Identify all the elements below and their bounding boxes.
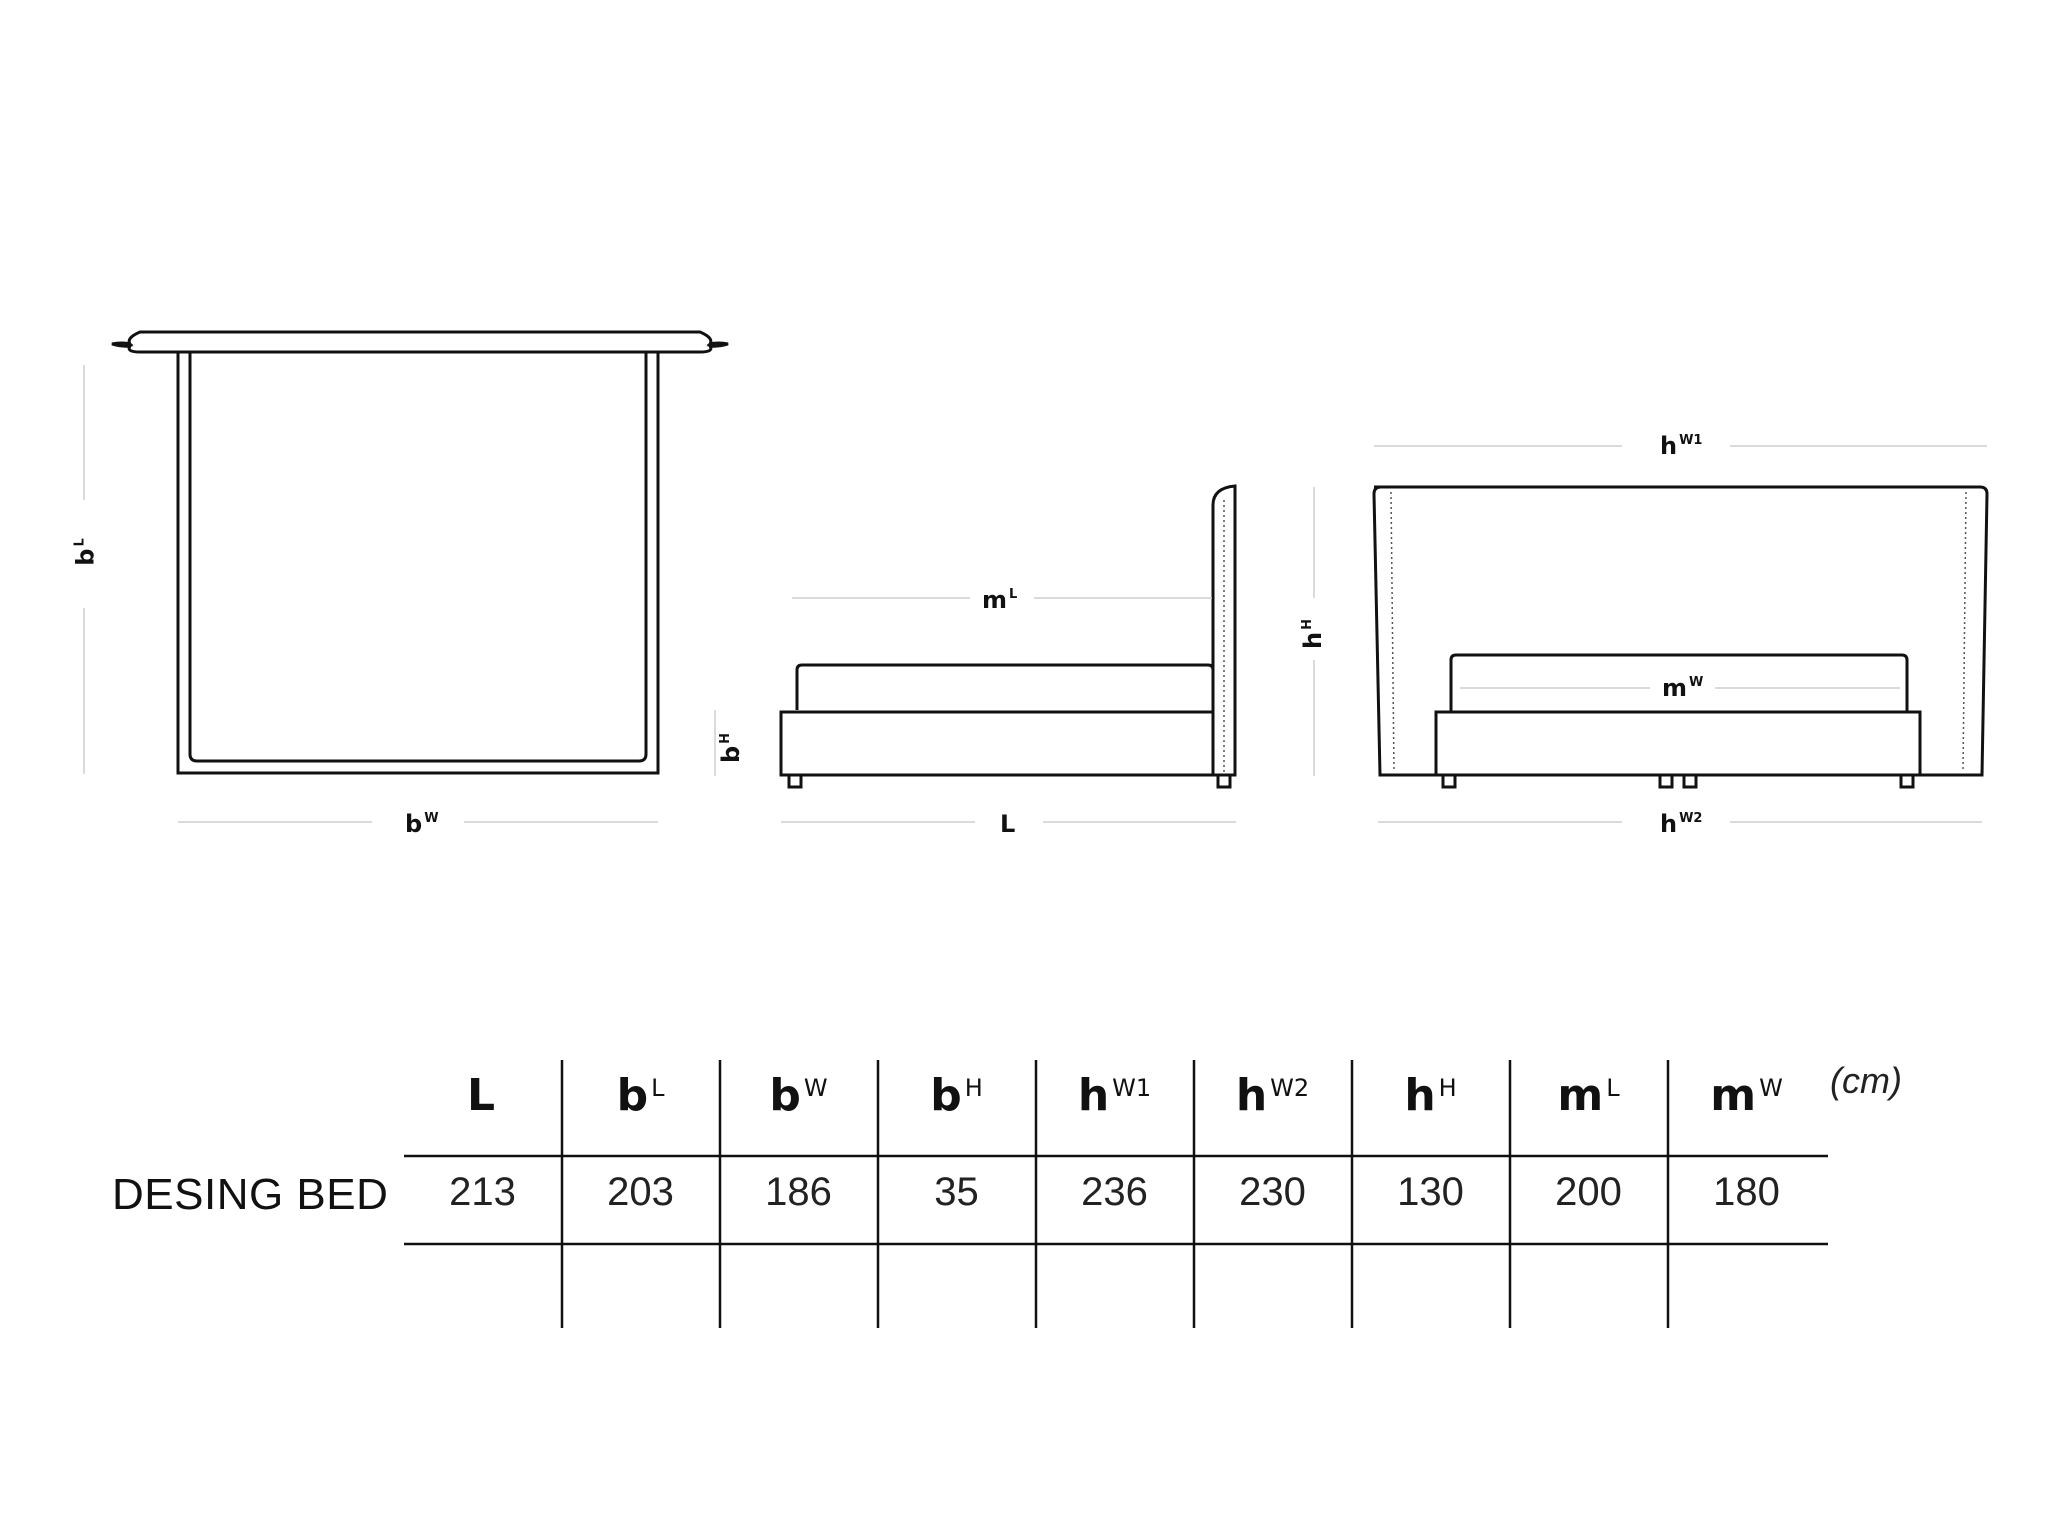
top-view-dimension-lines [83,365,658,823]
side-view-headboard [1211,484,1237,777]
top-view-headboard [111,330,729,354]
front-view-leg-2 [1658,773,1674,789]
table-cell-bL: 203 [607,1170,674,1214]
table-unit: (cm) [1830,1060,1902,1101]
front-view-headboard [1372,485,1989,777]
side-view-mattress [795,663,1215,710]
side-view-dimension-lines [714,597,1236,823]
front-view-leg-4 [1899,773,1915,789]
front-view-mattress [1449,653,1909,712]
table-cell-bW: 186 [765,1170,832,1214]
table-cell-hW1: 236 [1081,1170,1148,1214]
label-side-length: L [1000,810,1016,838]
label-side-base-height: bH [717,732,746,764]
label-top-view-depth: bL [71,538,100,566]
front-view-leg-1 [1441,773,1457,789]
side-view-leg-front [787,773,803,789]
side-view-leg-back [1216,773,1232,789]
table-cell-bH: 35 [934,1170,979,1214]
side-view-base [779,710,1215,777]
front-view-dimension-lines [1313,445,1987,823]
top-view-inner-frame [188,352,648,763]
front-view-leg-3 [1682,773,1698,789]
front-view-drawing [1372,485,1989,789]
top-view-outer-frame [176,350,660,775]
front-view-base [1434,710,1922,777]
table-grid [404,1060,1828,1328]
table-cell-mW: 180 [1713,1170,1780,1214]
table-cell-hW2: 230 [1239,1170,1306,1214]
table-row-label: DESING BED [112,1170,389,1219]
side-view-drawing [779,484,1237,789]
label-front-headboard-height: hH [1298,619,1327,649]
top-view-drawing [111,330,729,775]
table-header-L: L [466,1070,496,1121]
table-cell-mL: 200 [1555,1170,1622,1214]
table-cell-L: 213 [449,1170,516,1214]
table-cell-hH: 130 [1397,1170,1464,1214]
